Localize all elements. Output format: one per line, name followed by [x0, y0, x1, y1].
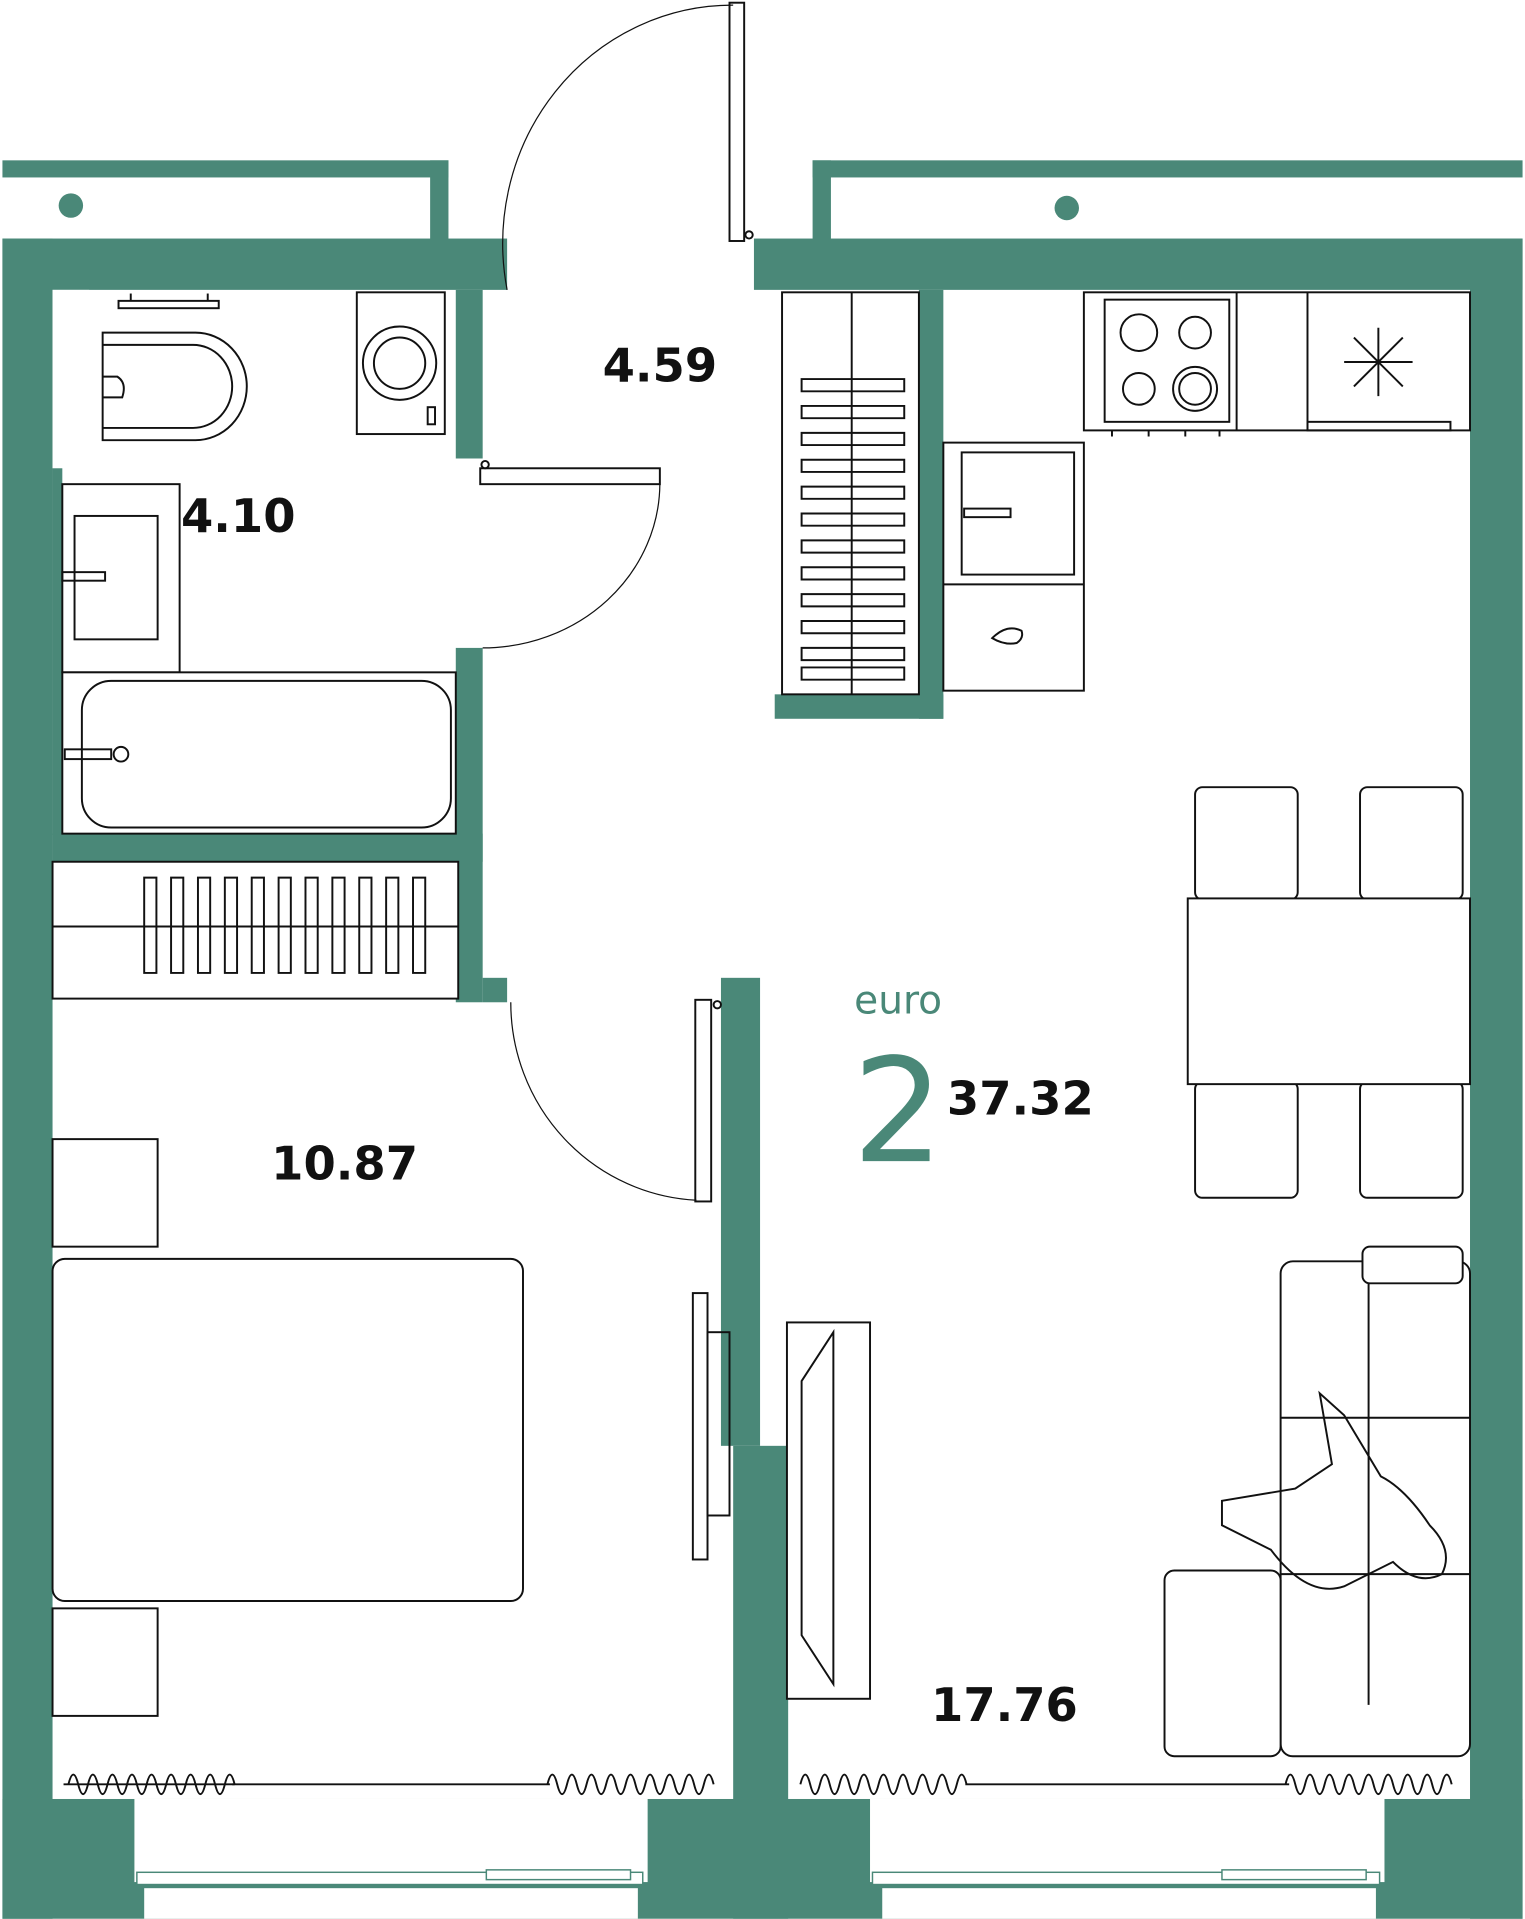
tv-icon — [691, 1292, 709, 1561]
balcony-left — [2, 160, 449, 241]
dining-table — [1186, 786, 1471, 1199]
bathroom-fixtures — [61, 291, 457, 835]
area-kitchen-living: 17.76 — [931, 1678, 1078, 1732]
living-furniture — [785, 1245, 1471, 1758]
wardrobe-hall — [781, 291, 920, 696]
wardrobe-bathroom-hall — [51, 860, 460, 1000]
apartment-type-label: euro — [854, 978, 942, 1023]
balcony-right — [812, 160, 1523, 241]
kitchen-sink-icon — [960, 451, 1076, 576]
entrance-door — [502, 1, 754, 290]
rooms-count: 2 — [852, 1028, 944, 1196]
sofa-icon — [1279, 1260, 1471, 1758]
bathroom-door — [479, 459, 661, 649]
tv-stand — [785, 1321, 872, 1700]
bedroom-door — [510, 998, 722, 1203]
stove-icon — [1103, 298, 1231, 437]
sink-icon — [61, 483, 181, 674]
snowflake-icon — [1344, 327, 1413, 397]
area-bedroom: 10.87 — [271, 1136, 418, 1190]
window-living — [870, 1798, 1385, 1919]
bathtub-icon — [61, 671, 457, 835]
light-fixture-icon — [58, 193, 84, 218]
radiators — [63, 1773, 1453, 1796]
area-hallway: 4.59 — [603, 339, 718, 393]
person-icon — [1220, 1390, 1447, 1590]
bedroom-furniture — [51, 1138, 731, 1717]
kitchen-unit — [942, 291, 1471, 692]
window-bedroom — [134, 1798, 648, 1919]
toilet-icon — [101, 331, 248, 442]
light-fixture-icon — [1054, 195, 1079, 221]
bed-icon — [51, 1257, 524, 1603]
washing-machine-icon — [355, 291, 446, 436]
total-area: 37.32 — [947, 1072, 1094, 1126]
area-bathroom: 4.10 — [181, 489, 296, 543]
